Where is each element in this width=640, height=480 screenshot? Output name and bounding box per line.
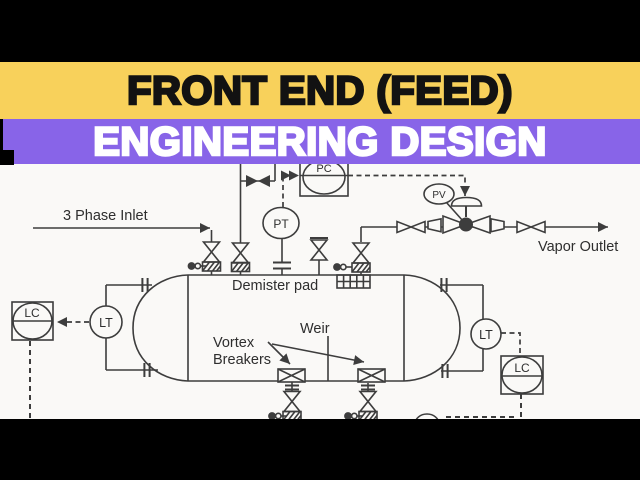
inlet-line	[33, 223, 222, 275]
vortex-breaker-2	[357, 368, 386, 383]
top-letterbox-bar	[0, 0, 640, 62]
pc-to-pv-signal	[348, 174, 470, 196]
pt-tag: PT	[273, 217, 289, 231]
diaphragm-seal	[273, 261, 291, 270]
vortex-label-line1: Vortex	[213, 335, 255, 351]
demister-label: Demister pad	[232, 278, 318, 294]
black-bowtie-valve	[246, 175, 270, 187]
vortex-label-line2: Breakers	[213, 352, 271, 368]
left-edge-notch	[0, 119, 3, 165]
bottom-letterbox-bar	[0, 419, 640, 480]
purple-subtitle-banner: ENGINEERING DESIGN	[0, 119, 640, 164]
vent-valve	[310, 237, 328, 275]
vessel-tangent-lines	[187, 275, 405, 381]
weir-label: Weir	[300, 321, 330, 337]
lt-left-tag: LT	[99, 316, 113, 330]
pressure-transmitter: PT	[262, 170, 300, 275]
inlet-label: 3 Phase Inlet	[63, 208, 148, 224]
vapor-outlet-line: PV	[332, 183, 608, 275]
main-title: FRONT END (FEED)	[126, 68, 514, 113]
lc-left: LC	[11, 301, 54, 420]
diaphragm-actuator	[450, 196, 483, 207]
pv-tag: PV	[432, 190, 446, 201]
pv-instrument: PV	[423, 183, 464, 222]
reducer-right	[490, 217, 505, 233]
pc-tag: PC	[316, 163, 331, 175]
corner-notch	[0, 150, 14, 165]
reducer-left	[427, 217, 442, 233]
lc-left-tag: LC	[24, 306, 40, 320]
demister-pad-symbol	[336, 274, 371, 289]
vortex-leader-2	[271, 343, 365, 365]
bottom-drain-1	[267, 382, 302, 422]
top-bypass	[230, 158, 276, 275]
bottom-drain-2	[343, 383, 378, 422]
lc-right-tag: LC	[514, 361, 530, 375]
lt-right-tag: LT	[479, 328, 493, 342]
left-level-bridle: LT	[57, 277, 158, 378]
right-level-bridle: LT	[440, 277, 521, 379]
pressure-controller: PC	[299, 157, 349, 197]
vortex-breaker-1	[277, 368, 306, 383]
subtitle: ENGINEERING DESIGN	[92, 119, 548, 164]
yellow-title-banner: FRONT END (FEED)	[0, 62, 640, 119]
vortex-leader-1	[267, 341, 291, 365]
lc-right: LC	[446, 355, 544, 420]
vapor-outlet-label: Vapor Outlet	[538, 239, 618, 255]
